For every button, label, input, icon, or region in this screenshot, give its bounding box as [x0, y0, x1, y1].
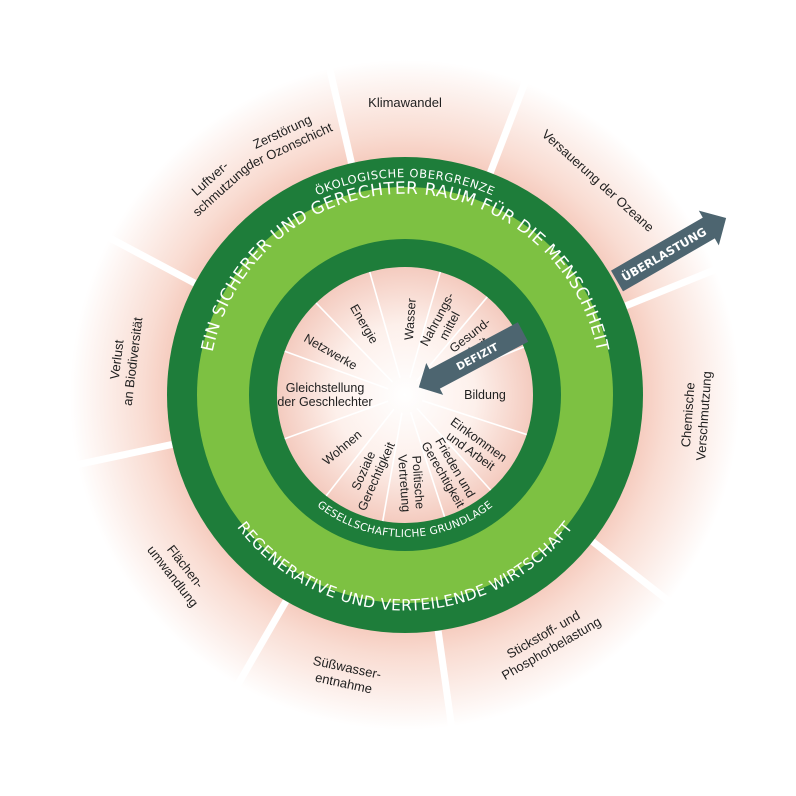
outer-separator-line	[103, 232, 197, 287]
outer-separator-line	[434, 630, 456, 733]
inner-separator-line	[381, 412, 403, 522]
planetary-boundary-label-line: Verschmutzung	[693, 371, 714, 461]
planetary-boundary-label: Klimawandel	[368, 95, 442, 110]
social-foundation-label-line: Vertretung	[395, 454, 413, 513]
outer-separator-line	[71, 441, 173, 470]
inner-separator-line	[284, 350, 389, 390]
outer-separator-line	[325, 62, 355, 164]
outer-separator-line	[590, 538, 676, 608]
social-foundation-label-line: Gleichstellung	[286, 381, 365, 395]
social-foundation-label-line: Wasser	[402, 298, 419, 341]
inner-separator-line	[325, 408, 395, 497]
inner-separator-line	[409, 271, 442, 378]
planetary-boundary-label-line: Chemische	[678, 382, 697, 448]
social-foundation-label-line: Bildung	[464, 388, 506, 402]
planetary-boundary-label: ChemischeVerschmutzung	[677, 370, 714, 462]
outer-separator-line	[487, 76, 531, 175]
inner-separator-line	[421, 399, 527, 436]
social-foundation-label: Bildung	[464, 388, 506, 402]
shortfall-arrow-shape	[418, 322, 529, 395]
outer-segment-separators	[71, 62, 722, 733]
shortfall-zone	[277, 267, 533, 523]
planetary-boundary-label-line: Klimawandel	[368, 95, 442, 110]
social-foundation-label-line: der Geschlechter	[277, 395, 372, 409]
inner-separator-line	[416, 407, 492, 491]
outer-separator-line	[231, 599, 290, 692]
social-foundation-label: PolitischeVertretung	[395, 453, 427, 513]
overshoot-arrow-shape	[611, 210, 727, 292]
social-foundation-label-line: Politische	[409, 455, 427, 509]
planetary-boundary-label-line: Verlust	[107, 339, 127, 381]
inner-separator-line	[409, 411, 446, 517]
inner-separator-line	[368, 271, 401, 378]
inner-separator-line	[284, 400, 389, 440]
inner-separator-line	[315, 302, 394, 383]
social-foundation-label: Wasser	[402, 298, 419, 341]
outer-separator-line	[624, 264, 722, 310]
